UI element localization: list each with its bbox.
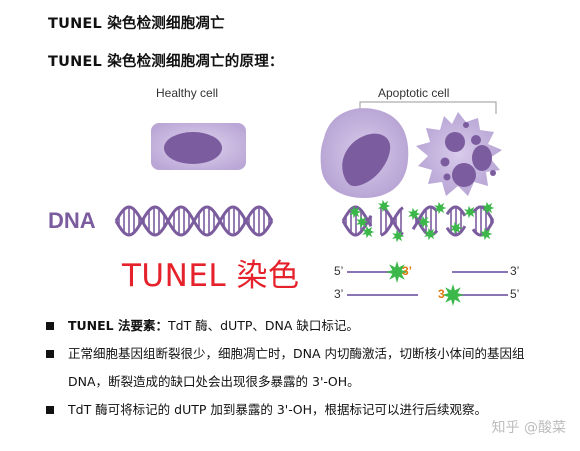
green-label-burst bbox=[408, 207, 421, 221]
strand-3prime-label: 3 bbox=[438, 287, 445, 301]
apoptotic-cell-1 bbox=[320, 108, 409, 198]
apoptotic-body bbox=[463, 122, 469, 128]
green-label-burst bbox=[356, 215, 369, 229]
apoptotic-body bbox=[445, 132, 465, 152]
dna-helix-fragmented bbox=[341, 205, 495, 237]
green-label-burst bbox=[418, 215, 431, 229]
dna-strand bbox=[114, 205, 274, 237]
dna-nick-left bbox=[347, 261, 418, 296]
apoptotic-body bbox=[440, 157, 450, 167]
bullet-text: TUNEL 法要素：TdT 酶、dUTP、DNA 缺口标记。 bbox=[68, 317, 359, 335]
green-label-burst bbox=[392, 229, 405, 243]
watermark: 知乎 @酸菜 bbox=[491, 420, 566, 436]
healthy-cell bbox=[151, 123, 246, 170]
apoptotic-body bbox=[472, 145, 492, 171]
green-label-burst bbox=[424, 227, 437, 241]
bullet-marker bbox=[46, 322, 54, 330]
strand-5prime-label: 5’ bbox=[334, 264, 344, 278]
strand-5prime-label: 5’ bbox=[510, 287, 520, 301]
apoptotic-cell-2 bbox=[416, 112, 502, 196]
bullet-rest: TdT 酶、dUTP、DNA 缺口标记。 bbox=[168, 318, 359, 333]
green-label-burst bbox=[434, 201, 447, 215]
apoptotic-bracket bbox=[359, 101, 497, 114]
bullet-text-continued: DNA，断裂造成的缺口处会出现很多暴露的 3'-OH。 bbox=[68, 374, 360, 389]
dna-strand bbox=[341, 205, 495, 237]
healthy-nucleus bbox=[164, 132, 222, 164]
dna-label: DNA bbox=[48, 208, 96, 233]
bullet-text: TdT 酶可将标记的 dUTP 加到暴露的 3'-OH，根据标记可以进行后续观察… bbox=[68, 402, 487, 417]
dna-helix-healthy bbox=[114, 205, 274, 237]
green-label-burst bbox=[480, 227, 493, 241]
green-label-burst bbox=[450, 221, 463, 235]
strand-3prime-label: 3’ bbox=[402, 264, 413, 278]
green-label-burst bbox=[362, 225, 375, 239]
bullet-marker bbox=[46, 406, 54, 414]
strand-3prime-label: 3’ bbox=[510, 264, 520, 278]
green-label-burst bbox=[464, 205, 477, 219]
apoptotic-body bbox=[471, 135, 481, 145]
dna-nick-right bbox=[442, 271, 508, 306]
fragmented-nucleus bbox=[342, 133, 391, 187]
apoptotic-body bbox=[490, 170, 496, 176]
green-label-burst bbox=[378, 199, 391, 213]
strand-3prime-label: 3’ bbox=[334, 287, 344, 301]
page-title: TUNEL 染色检测细胞凋亡 bbox=[48, 16, 225, 32]
green-label-burst bbox=[442, 284, 464, 306]
bullet-text: 正常细胞基因组断裂很少，细胞凋亡时，DNA 内切酶激活，切断核小体间的基因组 bbox=[68, 346, 525, 361]
green-label-burst bbox=[386, 261, 408, 283]
tunel-stain-label: TUNEL 染色 bbox=[122, 258, 300, 294]
apoptotic-body bbox=[452, 163, 476, 187]
green-label-burst bbox=[349, 205, 362, 219]
bullet-marker bbox=[46, 350, 54, 358]
apoptotic-body bbox=[443, 173, 451, 181]
healthy-cell-label: Healthy cell bbox=[156, 86, 219, 100]
apoptotic-cell-label: Apoptotic cell bbox=[378, 86, 450, 100]
bullet-lead: TUNEL 法要素： bbox=[68, 318, 168, 333]
section-heading: TUNEL 染色检测细胞凋亡的原理： bbox=[48, 54, 284, 70]
tunel-labels bbox=[349, 199, 495, 243]
green-label-burst bbox=[482, 201, 495, 215]
